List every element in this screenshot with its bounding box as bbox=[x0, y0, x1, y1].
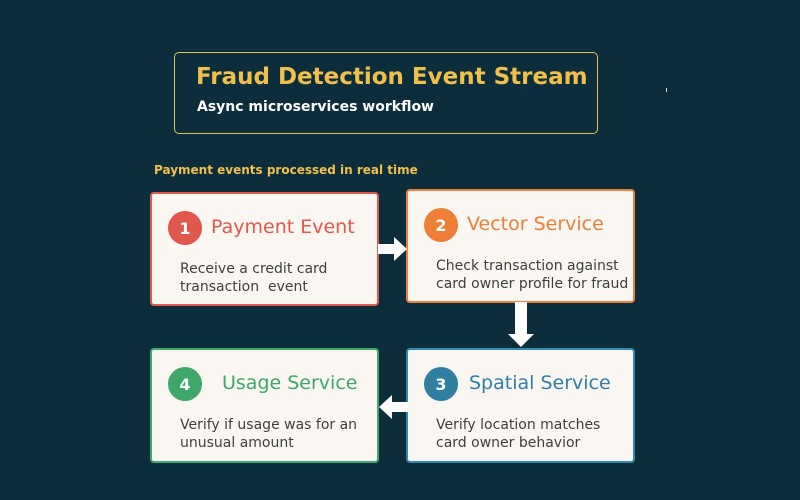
step-title: Usage Service bbox=[222, 372, 358, 394]
step-title: Spatial Service bbox=[469, 372, 611, 394]
arrow-left-icon bbox=[379, 395, 408, 419]
step-description: Verify location matches card owner behav… bbox=[436, 416, 626, 452]
step-number-badge: 3 bbox=[424, 367, 458, 401]
step-card-vector-service: 2 Vector Service Check transaction again… bbox=[406, 189, 635, 303]
step-description-line: Verify location matches bbox=[436, 417, 601, 433]
step-description-line: Check transaction against bbox=[436, 258, 619, 274]
step-description: Verify if usage was for an unusual amoun… bbox=[180, 416, 370, 452]
step-description-line: Receive a credit card bbox=[180, 261, 328, 277]
step-description: Receive a credit card transaction event bbox=[180, 260, 370, 296]
diagram-title: Fraud Detection Event Stream bbox=[196, 64, 588, 90]
diagram-subtitle: Async microservices workflow bbox=[197, 99, 434, 115]
step-description-line: card owner profile for fraud bbox=[436, 276, 629, 292]
step-card-payment-event: 1 Payment Event Receive a credit card tr… bbox=[150, 192, 379, 306]
arrow-down-icon bbox=[508, 302, 534, 347]
section-label: Payment events processed in real time bbox=[154, 163, 418, 177]
step-card-spatial-service: 3 Spatial Service Verify location matche… bbox=[406, 348, 635, 463]
step-description-line: Verify if usage was for an bbox=[180, 417, 358, 433]
title-box: Fraud Detection Event Stream Async micro… bbox=[174, 52, 598, 134]
step-card-usage-service: 4 Usage Service Verify if usage was for … bbox=[150, 348, 379, 463]
step-description-line: card owner behavior bbox=[436, 435, 581, 451]
step-number-badge: 2 bbox=[424, 208, 458, 242]
arrow-right-icon bbox=[378, 237, 407, 261]
step-title: Payment Event bbox=[211, 216, 355, 238]
step-description-line: unusual amount bbox=[180, 435, 294, 451]
step-description: Check transaction against card owner pro… bbox=[436, 257, 636, 293]
step-title: Vector Service bbox=[467, 213, 604, 235]
decorative-mark bbox=[666, 88, 667, 92]
step-number-badge: 4 bbox=[168, 367, 202, 401]
step-description-line: transaction event bbox=[180, 279, 308, 295]
step-number-badge: 1 bbox=[168, 211, 202, 245]
